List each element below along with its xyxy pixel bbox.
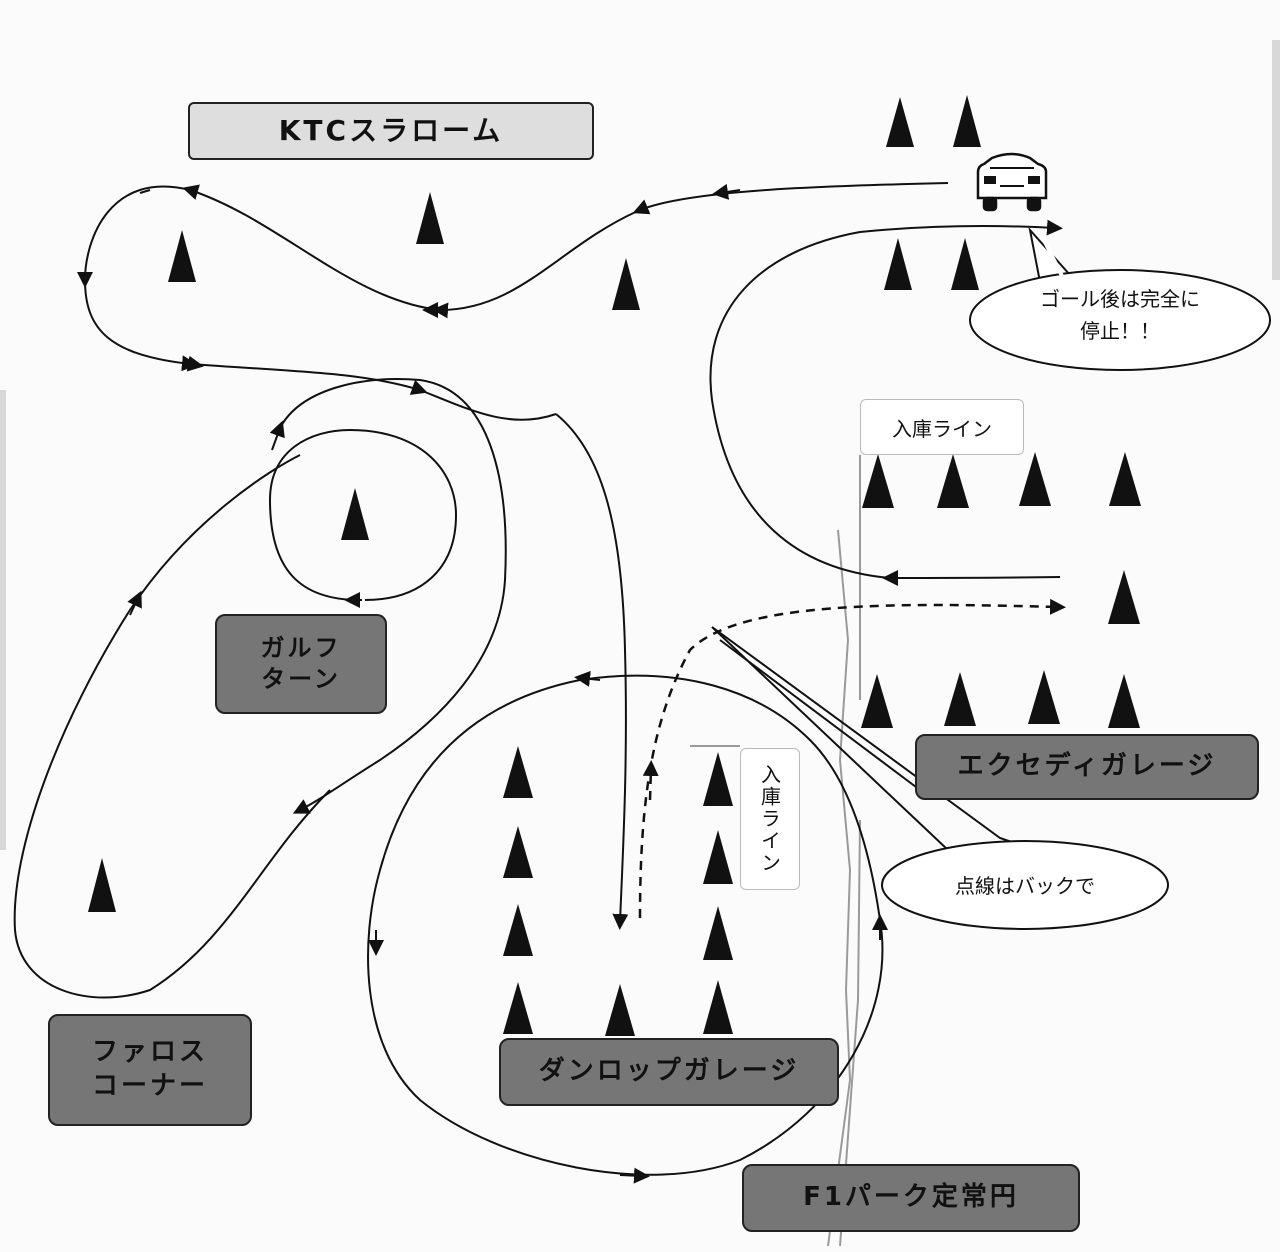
cone-icon: [416, 192, 444, 244]
cone-icon: [861, 674, 893, 728]
cone-icon: [503, 982, 533, 1034]
cone-icon: [605, 984, 635, 1036]
goal-callout-text: ゴール後は完全に 停止！！: [1040, 287, 1200, 343]
label-f1-park: F1パーク定常円: [742, 1164, 1080, 1232]
cone-icon: [1108, 674, 1140, 728]
cone-icon: [951, 238, 979, 290]
cone-icon: [88, 858, 116, 912]
entry-line-note-top: 入庫ライン: [860, 399, 1024, 455]
cones: [88, 95, 1141, 1036]
cone-icon: [886, 97, 914, 147]
cone-icon: [862, 454, 894, 508]
dashed-backup-path: [638, 598, 1066, 919]
cone-icon: [612, 258, 640, 310]
goal-callout-bubble: [969, 226, 1271, 371]
cone-icon: [703, 906, 733, 960]
cone-icon: [1109, 452, 1141, 506]
label-pharos-corner: ファロス コーナー: [48, 1014, 252, 1126]
label-gulf-turn: ガルフ ターン: [215, 614, 387, 714]
dashed-note-bubble: [881, 840, 1169, 930]
cone-icon: [503, 904, 533, 956]
cone-icon: [1028, 670, 1060, 724]
dashed-note-text: 点線はバックで: [955, 874, 1095, 898]
entry-line-note-vertical-text: 入庫ライン: [757, 764, 782, 874]
label-dunlop-garage-text: ダンロップガレージ: [538, 1056, 800, 1087]
label-exedy-garage: エクセディガレージ: [915, 734, 1259, 800]
cone-icon: [703, 980, 733, 1034]
course-path: [13, 182, 1063, 1184]
entry-line-note-vertical: 入庫ライン: [740, 748, 800, 890]
cone-icon: [703, 752, 733, 806]
cone-icon: [341, 488, 369, 540]
cone-icon: [953, 95, 981, 147]
entry-line-note-top-text: 入庫ライン: [892, 416, 992, 441]
scan-edge-left: [0, 390, 6, 850]
label-ktc-slalom: KTCスラローム: [188, 102, 594, 160]
cone-icon: [503, 826, 533, 878]
label-f1-park-text: F1パーク定常円: [803, 1182, 1019, 1213]
label-gulf-turn-text: ガルフ ターン: [260, 633, 342, 693]
label-dunlop-garage: ダンロップガレージ: [499, 1038, 839, 1106]
cone-icon: [703, 830, 733, 884]
label-exedy-garage-text: エクセディガレージ: [957, 751, 1217, 782]
cone-icon: [1019, 452, 1051, 506]
cone-icon: [884, 238, 912, 290]
label-ktc-slalom-text: KTCスラローム: [278, 113, 504, 147]
cone-icon: [937, 454, 969, 508]
cone-icon: [944, 672, 976, 726]
cone-icon: [168, 230, 196, 282]
scan-edge-right: [1272, 40, 1280, 280]
label-pharos-corner-text: ファロス コーナー: [91, 1037, 208, 1101]
cone-icon: [1108, 570, 1140, 624]
car-icon: [976, 152, 1048, 212]
cone-icon: [503, 746, 533, 798]
